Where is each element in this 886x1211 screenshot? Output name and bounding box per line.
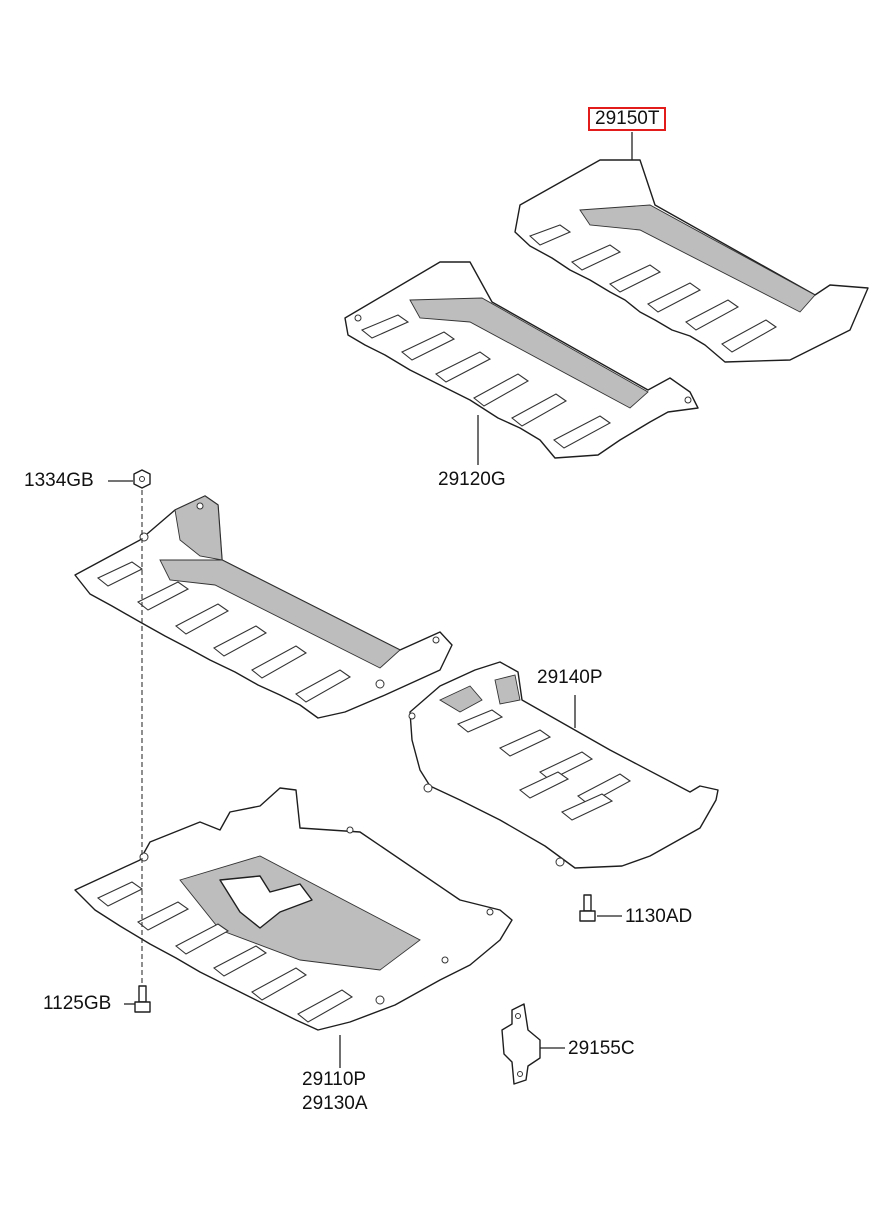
part-1334gb-nut[interactable] — [133, 469, 151, 489]
label-1334gb[interactable]: 1334GB — [24, 470, 94, 491]
label-29130a[interactable]: 29130A — [302, 1093, 368, 1114]
part-29150t-shield[interactable] — [514, 159, 869, 363]
label-29150t-highlighted[interactable]: 29150T — [588, 107, 667, 131]
part-upper-left-shield[interactable] — [74, 495, 453, 719]
label-29110p[interactable]: 29110P — [302, 1069, 367, 1090]
label-29155c[interactable]: 29155C — [568, 1038, 635, 1059]
part-29140p-cover[interactable] — [408, 661, 719, 869]
part-1130ad-screw[interactable] — [579, 894, 596, 922]
label-29140p[interactable]: 29140P — [537, 667, 603, 688]
label-1125gb[interactable]: 1125GB — [43, 993, 112, 1014]
part-1125gb-bolt[interactable] — [134, 985, 151, 1013]
part-29155c-bracket[interactable] — [501, 1003, 541, 1085]
label-29120g[interactable]: 29120G — [438, 469, 506, 490]
part-29120g-shield[interactable] — [344, 261, 699, 459]
label-1130ad[interactable]: 1130AD — [625, 906, 693, 927]
part-29110p-cover[interactable] — [74, 787, 513, 1031]
